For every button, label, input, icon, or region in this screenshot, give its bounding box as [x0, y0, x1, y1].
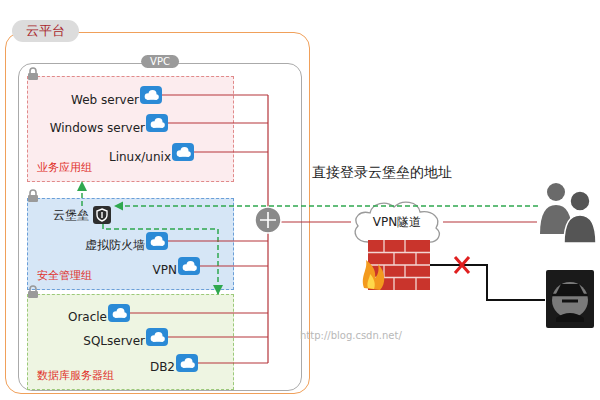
- illustration-part: [552, 282, 588, 318]
- illustration-part: [430, 265, 545, 300]
- node-text: 业务应用组: [37, 160, 92, 175]
- illustration-part: [140, 86, 162, 104]
- node-text: 云平台: [12, 20, 79, 42]
- illustration-part: [556, 284, 584, 294]
- users-figure: [540, 183, 596, 243]
- node-text: Oracle: [68, 310, 107, 324]
- blocked-path: [430, 257, 545, 300]
- router-symbol: [255, 207, 281, 233]
- node-text: VPN: [153, 263, 177, 277]
- illustration-part: [122, 205, 538, 207]
- illustration-part: [146, 114, 168, 132]
- illustration-part: [172, 143, 194, 161]
- node-text: Linux/unix: [109, 150, 171, 164]
- group-box: OracleSQLserverDB2 数据库服务器组: [27, 294, 234, 390]
- illustration-part: [363, 260, 384, 290]
- server-label: VPN: [153, 262, 177, 278]
- shield-icon-mark: [97, 209, 107, 221]
- node-text: VPN隧道: [373, 214, 421, 231]
- node-text: SQLserver: [83, 334, 145, 348]
- illustration-part: [108, 304, 130, 322]
- server-label: Oracle: [68, 309, 107, 325]
- illustration-part: [547, 183, 565, 201]
- hacker-figure: [546, 270, 594, 328]
- illustration-part: [562, 300, 578, 303]
- vpn-tunnel-cloud: VPN隧道: [350, 198, 444, 246]
- node-text: Web server: [71, 93, 139, 107]
- bastion-host: 云堡垒: [53, 206, 111, 224]
- node-text: 云堡垒: [53, 206, 89, 224]
- watermark: http://blog.csdn.net/: [300, 330, 402, 341]
- group-box: 云堡垒虚拟防火墙 VPN 安全管理组: [27, 198, 234, 290]
- illustration-part: [570, 191, 590, 211]
- node-text: 虚拟防火墙: [85, 238, 145, 252]
- cloud-outline-path: [355, 202, 439, 242]
- illustration-part: [455, 257, 469, 273]
- illustration-part: [255, 207, 281, 233]
- illustration-part: [176, 354, 198, 372]
- illustration-part: [367, 274, 374, 289]
- annotation-text: 直接登录云堡垒的地址: [312, 164, 452, 182]
- node-text: Windows server: [50, 121, 145, 135]
- shield-icon-mark: [101, 212, 102, 218]
- node-text: VPC: [141, 55, 179, 68]
- group-box: Web serverWindows serverLinux/unix 业务应用组: [27, 76, 234, 182]
- illustration-part: [546, 270, 594, 328]
- node-text: 数据库服务器组: [37, 368, 114, 383]
- server-label: Windows server: [50, 120, 145, 136]
- shield-icon: [93, 206, 111, 224]
- illustration-part: [260, 212, 276, 228]
- node-text: 安全管理组: [37, 268, 92, 283]
- server-label: DB2: [150, 359, 175, 375]
- server-label: SQLserver: [83, 333, 145, 349]
- shield-icon-bg: [93, 206, 111, 224]
- firewall-symbol: [363, 240, 430, 290]
- illustration-part: [564, 215, 596, 243]
- illustration-part: [146, 232, 168, 250]
- server-label: Web server: [71, 92, 139, 108]
- node-text: DB2: [150, 360, 175, 374]
- server-label: Linux/unix: [109, 149, 171, 165]
- illustration-part: [178, 257, 200, 275]
- illustration-part: [552, 294, 588, 297]
- illustration-part: [146, 328, 168, 346]
- illustration-part: [556, 313, 584, 322]
- server-label: 虚拟防火墙: [85, 237, 145, 253]
- access-arrow: [81, 182, 83, 206]
